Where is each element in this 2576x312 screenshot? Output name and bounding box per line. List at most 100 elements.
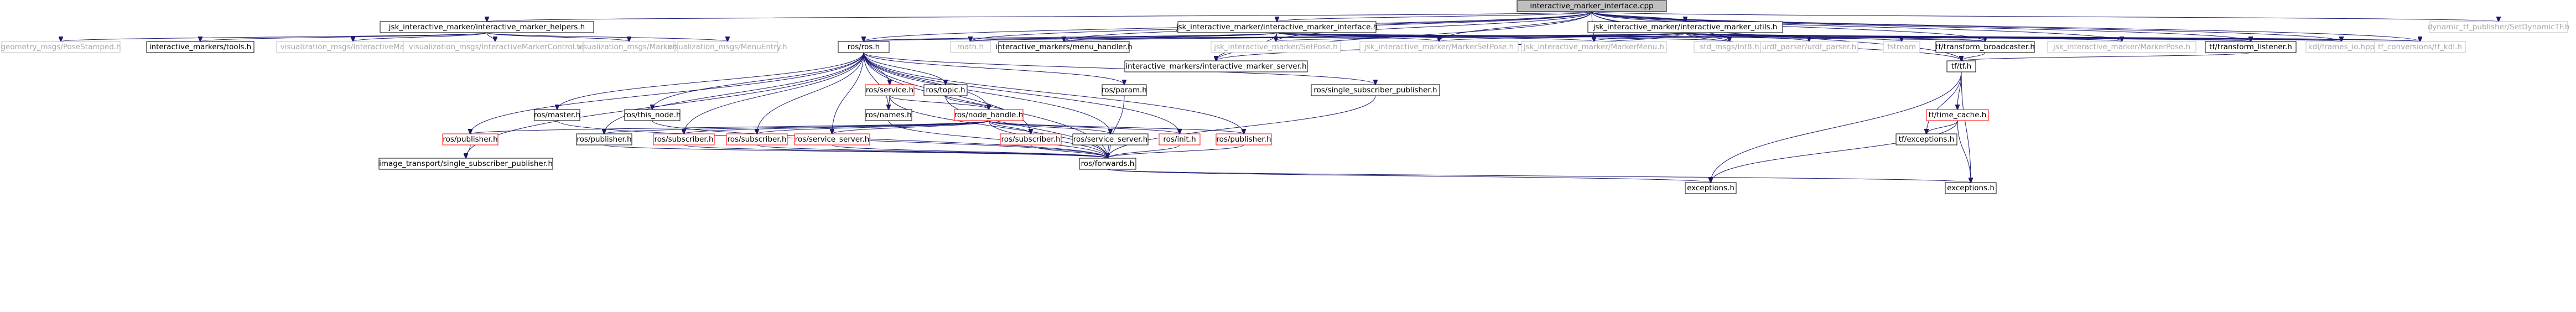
node-label: tf/transform_broadcaster.h <box>1935 43 2035 51</box>
node-ros-master[interactable]: ros/master.h <box>534 109 580 121</box>
node-ros-param[interactable]: ros/param.h <box>1102 84 1147 96</box>
node-ros-h[interactable]: ros/ros.h <box>838 41 890 53</box>
node-label: ros/names.h <box>865 111 911 119</box>
node-tf-time-cache[interactable]: tf/time_cache.h <box>1926 109 1989 121</box>
node-menu-handler[interactable]: interactive_markers/menu_handler.h <box>995 41 1133 53</box>
edge-root-to-jsk-markerpose <box>1591 11 2122 41</box>
node-box <box>865 84 915 96</box>
node-jsk-utils[interactable]: jsk_interactive_marker/interactive_marke… <box>1587 21 1783 33</box>
edge-root-to-tf-kdl <box>1591 11 2420 41</box>
edge-tf-time-cache-to-exceptions-1 <box>1711 120 1958 183</box>
node-jsk-iface-h[interactable]: jsk_interactive_marker/interactive_marke… <box>1176 21 1378 33</box>
edge-ros-h-to-ros-node-handle <box>863 52 989 110</box>
node-label: interactive_marker_interface.cpp <box>1530 2 1653 11</box>
node-label: ros/topic.h <box>926 86 965 95</box>
edge-tf-h-to-exceptions-2 <box>1961 71 1971 183</box>
node-ros-forwards[interactable]: ros/forwards.h <box>1079 158 1136 170</box>
edge-ros-forwards-to-exceptions-2 <box>1107 169 1971 183</box>
edge-ros-h-to-ros-topic <box>863 52 946 85</box>
edge-ros-node-handle-to-srv-server-red <box>832 120 989 134</box>
node-label: dynamic_tf_publisher/SetDynamicTF.h <box>2428 23 2570 32</box>
node-box <box>1895 133 1957 145</box>
node-box <box>726 133 788 145</box>
node-dyn-tf: dynamic_tf_publisher/SetDynamicTF.h <box>2428 21 2570 33</box>
node-label: visualization_msgs/InteractiveMarker.h <box>281 43 425 51</box>
edge-ros-service-to-ros-node-handle <box>889 95 989 110</box>
edge-ros-node-handle-to-pub-black <box>604 120 989 134</box>
node-img-transport[interactable]: image_transport/single_subscriber_publis… <box>378 158 553 170</box>
edge-jsk-helpers-to-vis-im <box>353 32 487 41</box>
node-box <box>1072 133 1149 145</box>
edge-ros-names-to-ros-forwards <box>888 120 1108 158</box>
node-jsk-marker-setpose: jsk_interactive_marker/MarkerSetPose.h <box>1359 41 1519 53</box>
node-std-int8: std_msgs/Int8.h <box>1694 41 1765 53</box>
edge-ros-h-to-ros-names <box>863 52 889 110</box>
node-box <box>1587 21 1783 33</box>
node-ros-topic[interactable]: ros/topic.h <box>923 84 968 96</box>
edge-jsk-helpers-to-vis-imc <box>486 32 495 41</box>
edge-jsk-utils-to-tf-broadcaster <box>1685 32 1985 41</box>
node-srv-server-red[interactable]: ros/service_server.h <box>794 133 870 145</box>
node-ros-this-node[interactable]: ros/this_node.h <box>624 109 681 121</box>
node-tf-exceptions[interactable]: tf/exceptions.h <box>1895 133 1957 145</box>
node-exceptions-1[interactable]: exceptions.h <box>1685 182 1737 194</box>
edge-ros-h-to-sub-red-1 <box>684 52 864 134</box>
node-single-sub-pub[interactable]: ros/single_subscriber_publisher.h <box>1311 84 1440 96</box>
node-ros-init[interactable]: ros/init.h <box>1159 133 1201 145</box>
node-box <box>865 109 912 121</box>
edge-jsk-helpers-to-im-tools <box>200 32 487 41</box>
node-im-tools[interactable]: interactive_markers/tools.h <box>146 41 255 53</box>
node-im-server[interactable]: interactive_markers/interactive_marker_s… <box>1124 60 1308 72</box>
node-box <box>954 109 1024 121</box>
node-sub-red-3[interactable]: ros/subscriber.h <box>1000 133 1062 145</box>
node-srv-server[interactable]: ros/service_server.h <box>1072 133 1149 145</box>
node-tf-h[interactable]: tf/tf.h <box>1946 60 1976 72</box>
edge-jsk-utils-to-jsk-setpose <box>1276 32 1686 41</box>
node-pub-black[interactable]: ros/publisher.h <box>576 133 632 145</box>
edge-ros-h-to-ros-service <box>863 52 890 85</box>
node-pub-red-right[interactable]: ros/publisher.h <box>1216 133 1272 145</box>
node-label: kdl/frames_io.hpp <box>2308 43 2375 51</box>
edge-ros-h-to-ros-param <box>863 52 1124 85</box>
node-label: exceptions.h <box>1947 184 1995 193</box>
node-jsk-helpers[interactable]: jsk_interactive_marker/interactive_marke… <box>380 21 594 33</box>
node-box <box>1 41 121 53</box>
edge-jsk-utils-to-jsk-marker-setpose <box>1439 32 1686 41</box>
node-label: tf/exceptions.h <box>1899 135 1954 144</box>
edge-root-to-dyn-tf <box>1591 11 2499 22</box>
node-ros-names[interactable]: ros/names.h <box>865 109 912 121</box>
node-box <box>1124 60 1308 72</box>
node-root[interactable]: interactive_marker_interface.cpp <box>1516 0 1667 12</box>
node-box <box>1883 41 1920 53</box>
node-pub-red-left[interactable]: ros/publisher.h <box>442 133 498 145</box>
node-label: tf/time_cache.h <box>1929 111 1987 119</box>
node-box <box>923 84 968 96</box>
node-box <box>1079 158 1136 170</box>
edge-jsk-utils-to-urdf-parser <box>1685 32 1809 41</box>
edge-ros-node-handle-to-sub-red-3 <box>988 120 1031 134</box>
node-tf-broadcaster[interactable]: tf/transform_broadcaster.h <box>1935 41 2035 53</box>
edge-ros-h-to-pub-red-left <box>470 52 864 134</box>
node-jsk-markermenu: jsk_interactive_marker/MarkerMenu.h <box>1521 41 1667 53</box>
edge-jsk-iface-h-to-jsk-markermenu <box>1276 32 1594 41</box>
node-sub-red-2[interactable]: ros/subscriber.h <box>726 133 788 145</box>
node-label: ros/subscriber.h <box>727 135 786 144</box>
edge-jsk-iface-h-to-menu-handler <box>1064 32 1277 41</box>
edge-sub-red-2-to-ros-forwards <box>756 144 1108 158</box>
edge-ros-h-to-srv-server-red <box>832 52 864 134</box>
node-sub-red-1[interactable]: ros/subscriber.h <box>653 133 715 145</box>
edge-root-to-jsk-iface-h <box>1277 11 1592 22</box>
edge-ros-node-handle-to-pub-red-right <box>988 120 1244 134</box>
node-tf-listener[interactable]: tf/transform_listener.h <box>2205 41 2297 53</box>
node-geo-pose: geometry_msgs/PoseStamped.h <box>1 41 121 53</box>
edge-tf-h-to-tf-exceptions <box>1926 71 1962 134</box>
node-ros-service[interactable]: ros/service.h <box>865 84 915 96</box>
node-ros-node-handle[interactable]: ros/node_handle.h <box>954 109 1024 121</box>
edge-ros-h-to-pub-red-right <box>863 52 1244 134</box>
node-exceptions-2[interactable]: exceptions.h <box>1945 182 1997 194</box>
node-label: tf/tf.h <box>1951 62 1972 71</box>
node-label: jsk_interactive_marker/interactive_marke… <box>1593 23 1778 32</box>
edge-jsk-utils-to-std-int8 <box>1685 32 1730 41</box>
node-label: ros/service.h <box>866 86 913 95</box>
